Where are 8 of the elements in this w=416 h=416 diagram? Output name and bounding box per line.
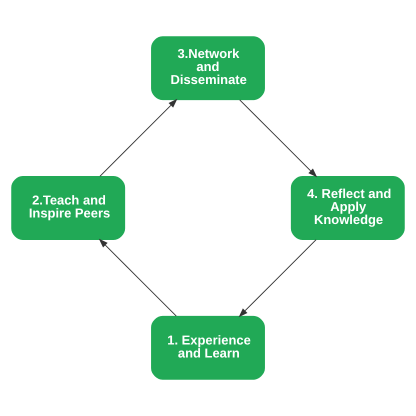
arrow: [98, 238, 177, 317]
node-box: 2.Teach and Inspire Peers: [11, 176, 126, 240]
node-box: 3.Network and Disseminate: [151, 36, 265, 100]
node-box: 4. Reflect and Apply Knowledge: [290, 176, 405, 240]
arrow: [239, 99, 318, 178]
arrow: [238, 239, 317, 318]
arrow: [99, 98, 178, 177]
node-box: 1. Experience and Learn: [151, 316, 265, 380]
